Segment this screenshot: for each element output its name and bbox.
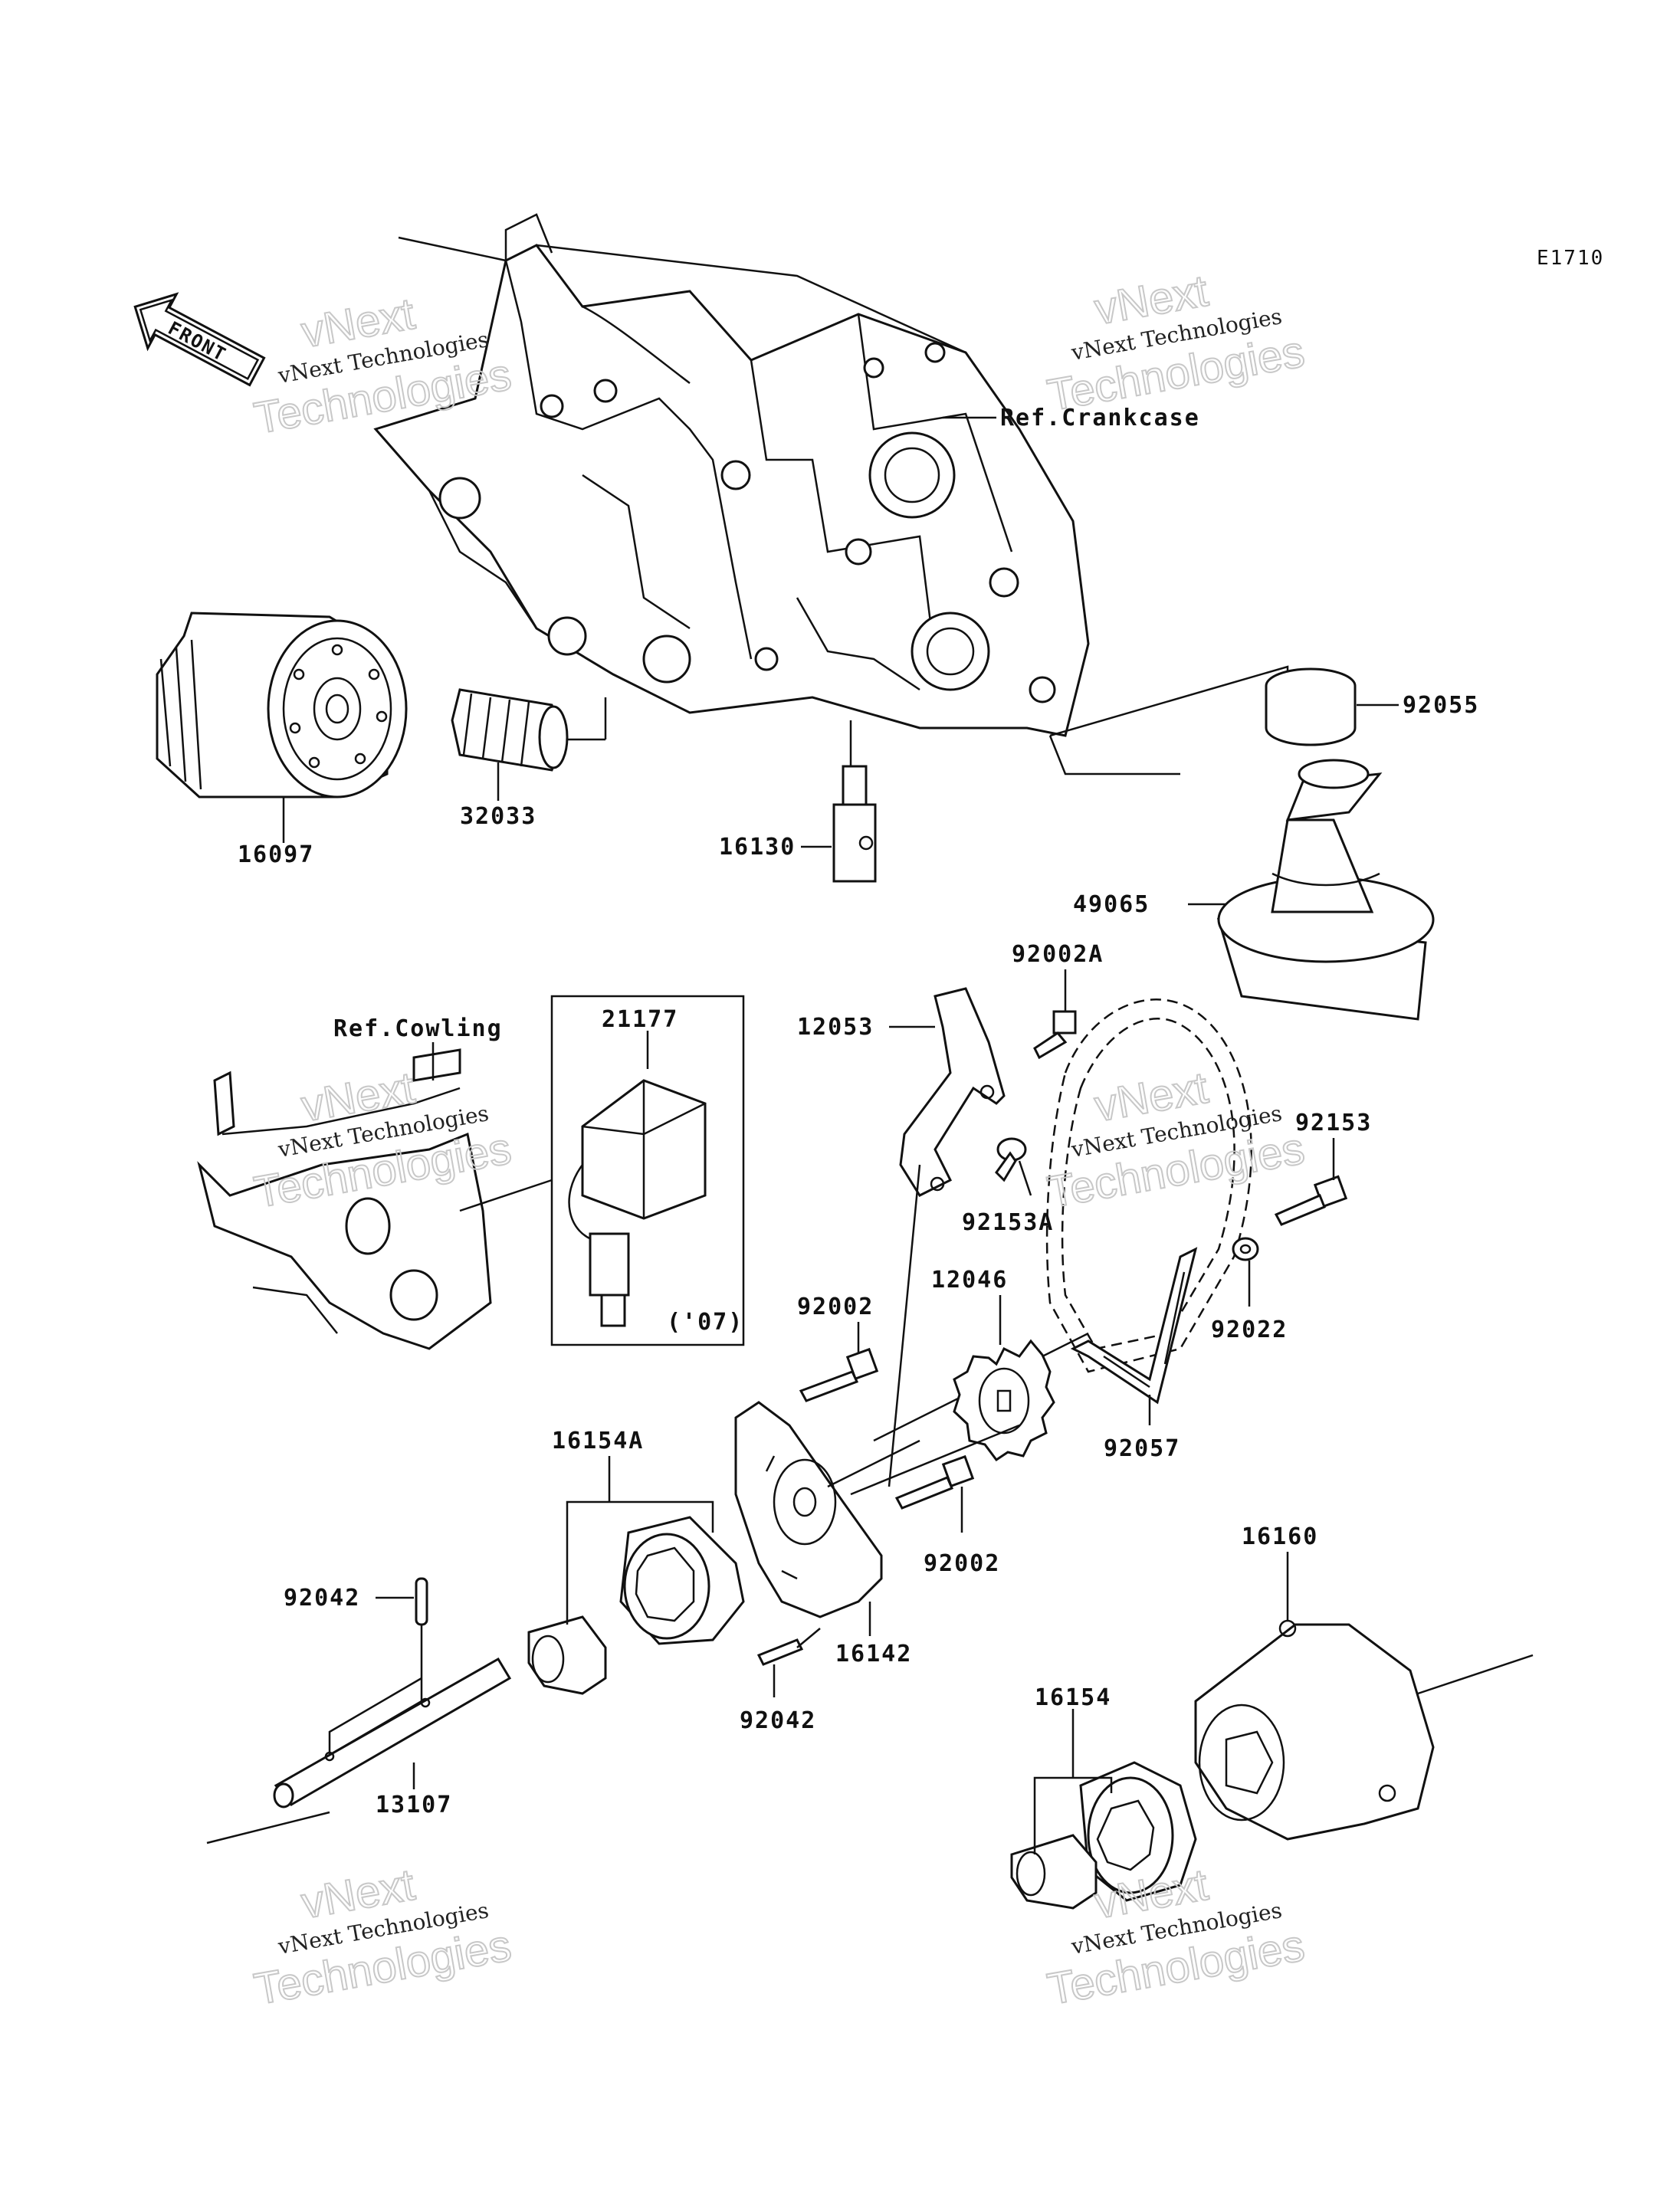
part-number-92022: 92022 [1211, 1317, 1288, 1343]
spring-drawing [451, 688, 569, 772]
oil-pipe-fitting-drawing [832, 765, 877, 883]
chain-guide-drawing [899, 987, 1006, 1197]
pump-cover-drawing [1194, 1619, 1534, 1841]
part-number-21177: 21177 [602, 1006, 678, 1033]
bolt-92002-upper-drawing [799, 1347, 879, 1402]
drive-chain-drawing [1070, 1247, 1198, 1405]
oil-filter-drawing [156, 612, 408, 798]
part-number-92002A: 92002A [1012, 941, 1104, 968]
inset-box [550, 995, 745, 1346]
part-number-12053: 12053 [797, 1014, 874, 1041]
part-number-16097: 16097 [238, 841, 314, 868]
ref-cowling-label: Ref.Cowling [333, 1015, 503, 1042]
part-number-12046: 12046 [931, 1267, 1008, 1294]
relay-drawing [568, 1079, 707, 1327]
oil-pump-body-drawing [734, 1164, 1020, 1618]
part-number-13107: 13107 [376, 1792, 452, 1818]
inset-note: ('07) [667, 1309, 743, 1336]
part-number-92153A: 92153A [962, 1209, 1054, 1236]
chain-loop-outline [1045, 998, 1252, 1373]
part-number-16154: 16154 [1035, 1684, 1111, 1711]
cowling-bracket-drawing [197, 1048, 492, 1350]
pump-shaft-drawing [206, 1657, 512, 1844]
part-number-92042-upper: 92042 [284, 1585, 360, 1612]
diagram-code: E1710 [1537, 247, 1604, 270]
sprocket-drawing [953, 1339, 1055, 1462]
part-number-92055: 92055 [1403, 692, 1479, 719]
watermark-top-right: vNext Technologies vNext Technologies [1043, 265, 1309, 421]
part-number-16130: 16130 [719, 834, 796, 861]
oil-seal-drawing [1265, 667, 1357, 746]
part-number-16154A: 16154A [552, 1428, 644, 1454]
part-number-49065: 49065 [1073, 891, 1150, 918]
oil-strainer-drawing [1216, 759, 1435, 1021]
bolt-92002A-drawing [1033, 1010, 1077, 1060]
watermark-bottom-left: vNext Technologies vNext Technologies [250, 1859, 516, 2015]
front-arrow-icon: FRONT [133, 292, 266, 387]
part-number-92057: 92057 [1104, 1435, 1180, 1462]
bolt-92153-drawing [1274, 1175, 1348, 1226]
bolt-92153A-drawing [995, 1137, 1027, 1182]
part-number-32033: 32033 [460, 803, 536, 830]
crankcase-drawing [373, 213, 1090, 737]
pin-lower-drawing [756, 1638, 804, 1666]
rotor-set-drawing [1010, 1761, 1197, 1910]
pin-upper-drawing [415, 1577, 428, 1626]
watermark-mid-right: vNext Technologies vNext Technologies [1043, 1062, 1309, 1218]
part-number-92002-upper: 92002 [797, 1294, 874, 1320]
washer-drawing [1232, 1237, 1259, 1261]
ref-crankcase-label: Ref.Crankcase [1000, 405, 1200, 431]
rotor-set-a-drawing [527, 1516, 745, 1695]
bolt-92002-lower-drawing [894, 1454, 975, 1510]
part-number-92002-lower: 92002 [924, 1550, 1000, 1577]
part-number-92042-lower: 92042 [740, 1707, 816, 1734]
part-number-16142: 16142 [835, 1641, 912, 1667]
part-number-16160: 16160 [1242, 1523, 1318, 1550]
part-number-92153: 92153 [1295, 1110, 1372, 1136]
